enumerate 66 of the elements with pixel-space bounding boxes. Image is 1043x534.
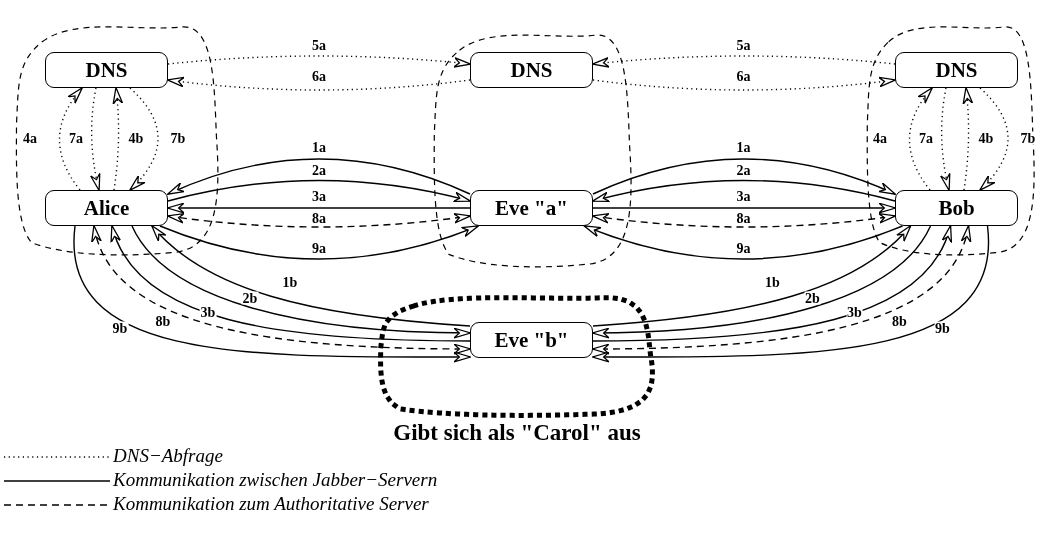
edge-label: 8b [891,314,908,328]
arrow [591,212,897,228]
rounded-box: Eve "a" [470,190,593,226]
edge-label: 4b [127,131,145,145]
rounded-box: DNS [45,52,168,88]
edge-label: 1a [735,140,752,154]
rounded-box: DNS [470,52,593,88]
legend-text: Kommunikation zwischen Jabber−Servern [113,469,438,491]
edge-label: 5a [311,38,327,52]
edge-label: 7b [169,131,187,145]
edge-label: 4b [977,131,995,145]
arrow [592,158,897,195]
edge-label: 9a [735,241,752,255]
edge-label: 8b [154,314,172,328]
rounded-box: DNS [895,52,1018,88]
arrow [166,158,471,195]
edge-label: 9b [934,321,951,335]
edge-label: 1a [311,140,327,154]
arrow [112,86,124,191]
edge-label: 1b [764,275,781,289]
edge-label: 6a [735,69,752,83]
edge-label: 4a [872,131,888,145]
edge-label: 2a [311,163,327,177]
arrow [591,55,896,68]
edge-label: 3b [846,305,863,319]
rounded-box: Alice [45,190,168,226]
legend-text: DNS−Abfrage [113,445,223,467]
arrow [166,212,472,228]
edge-label: 7a [918,131,934,145]
group-heading: Gibt sich als "Carol" aus [392,420,642,446]
edge-label: 9a [311,241,327,255]
arrow [167,55,472,68]
edge-label: 4a [22,131,38,145]
arrow [166,76,471,91]
edge-label: 5a [735,38,752,52]
edge-label: 6a [311,69,327,83]
arrow [583,225,904,260]
edge-label: 9b [111,321,129,335]
legend-text: Kommunikation zum Authoritative Server [113,493,429,515]
edge-label: 8a [311,211,327,225]
rounded-box: Eve "b" [470,322,593,358]
edge-label: 3a [311,189,327,203]
arrow [90,87,101,192]
arrow [592,202,897,214]
arrow [58,86,83,191]
arrow [166,202,471,214]
edge-label: 2a [735,163,752,177]
edge-label: 8a [735,211,752,225]
arrow [908,86,933,191]
arrow [167,179,472,203]
edge-label: 2b [241,291,259,305]
edge-label: 1b [281,275,299,289]
edge-label: 7a [68,131,84,145]
rounded-box: Bob [895,190,1018,226]
arrow [159,225,480,260]
arrow [592,76,897,91]
arrow [151,225,471,327]
arrow [962,86,974,191]
edge-label: 2b [804,291,821,305]
edge-label: 3a [735,189,752,203]
arrow [129,87,159,191]
arrow [979,87,1009,191]
arrow [592,225,912,327]
arrow [591,179,896,203]
arrow [940,87,951,192]
edge-label: 7b [1019,131,1037,145]
